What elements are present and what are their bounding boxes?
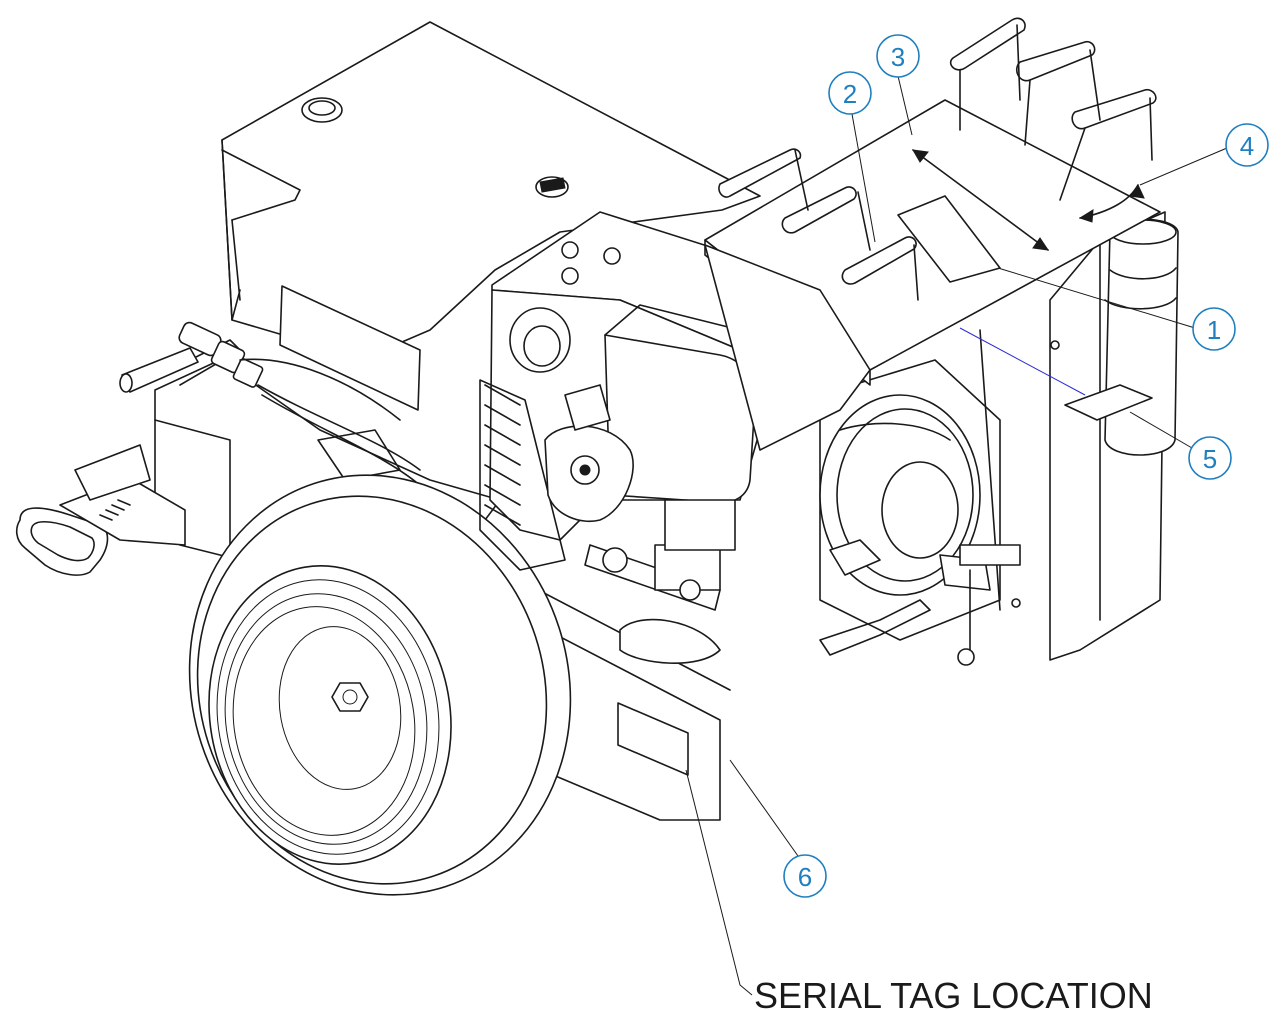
callout-1-label: 1	[1207, 315, 1221, 345]
tow-handle	[15, 444, 186, 576]
engine	[479, 211, 761, 664]
callout-3-label: 3	[891, 42, 905, 72]
callout-6: 6	[783, 854, 827, 898]
leader-4	[1139, 147, 1228, 186]
wheel-hub-nut	[331, 682, 369, 712]
callout-4: 4	[1225, 123, 1269, 167]
callout-5-label: 5	[1203, 444, 1217, 474]
serial-tag	[617, 702, 689, 776]
filter-canister	[1104, 218, 1179, 456]
decal-1	[897, 195, 1001, 283]
callout-2: 2	[828, 71, 872, 115]
serial-tag-leader	[685, 769, 753, 996]
control-panel	[704, 17, 1161, 451]
callout-5: 5	[1188, 436, 1232, 480]
serial-tag-caption: SERIAL TAG LOCATION	[754, 975, 1153, 1010]
decal-5	[1064, 384, 1153, 421]
leader-5	[1129, 411, 1193, 449]
tank-decal	[279, 285, 421, 411]
callout-6-label: 6	[798, 862, 812, 892]
fuel-tank-housing	[221, 21, 761, 411]
leader-5-blue	[959, 327, 1086, 396]
callout-3: 3	[876, 34, 920, 78]
leader-6	[729, 759, 799, 857]
wheel	[188, 474, 572, 896]
callout-2-label: 2	[843, 79, 857, 109]
callout-1: 1	[1192, 307, 1236, 351]
handle-grips	[718, 17, 1157, 301]
pump-assembly	[819, 359, 1001, 666]
callout-4-label: 4	[1240, 131, 1254, 161]
leader-2	[851, 113, 876, 243]
leader-1	[997, 267, 1196, 329]
direction-arrow	[912, 149, 1049, 251]
callout-leaders	[685, 75, 1228, 996]
right-frame	[959, 211, 1179, 661]
leader-3	[897, 75, 913, 136]
